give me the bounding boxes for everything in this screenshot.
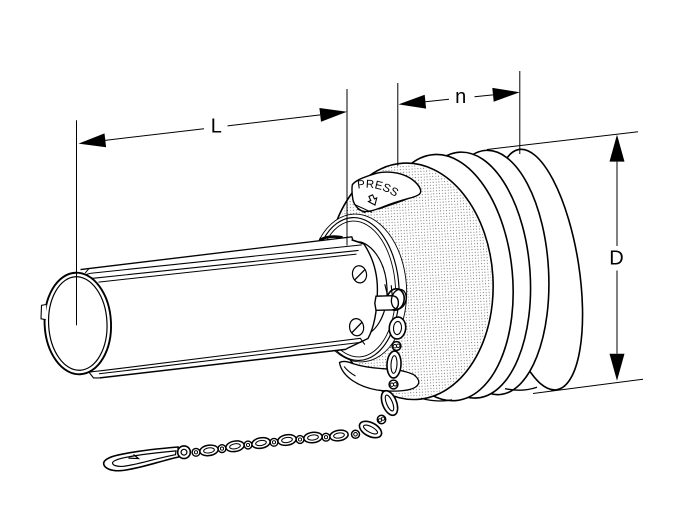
svg-text:n: n [455,86,466,108]
svg-text:D: D [609,248,623,270]
svg-text:L: L [211,115,222,137]
